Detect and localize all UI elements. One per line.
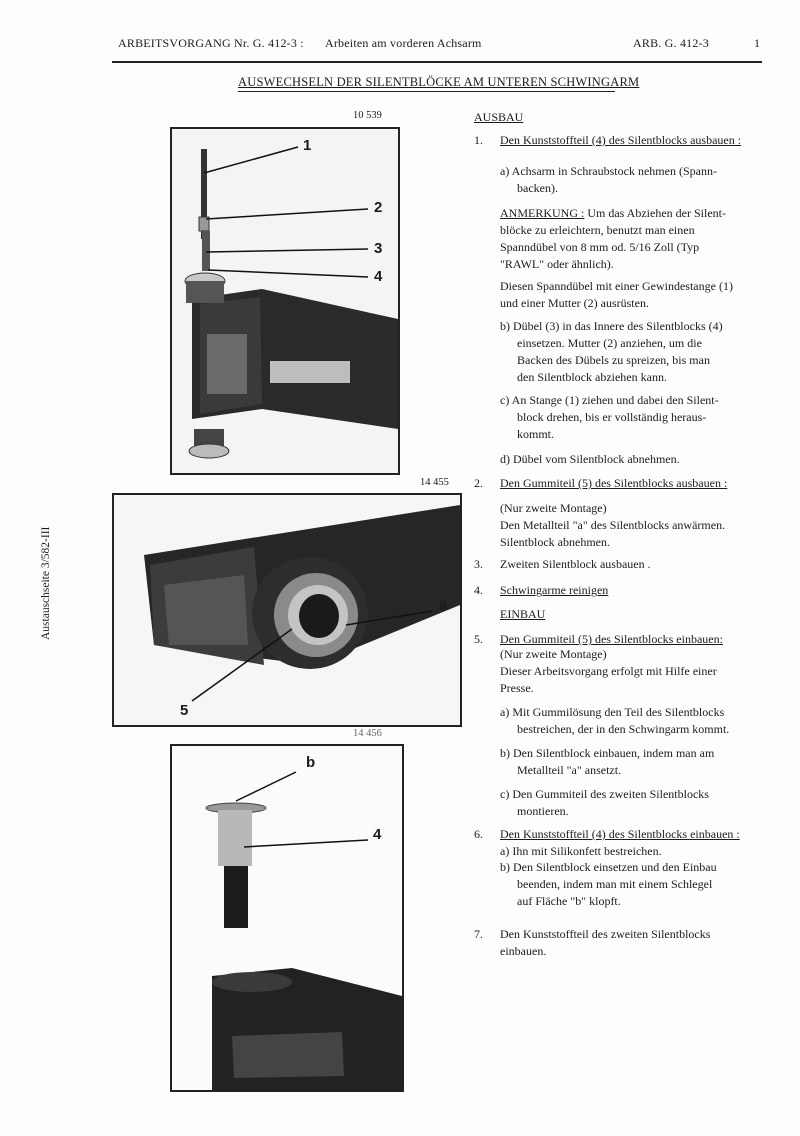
sidebar-note: Austauschseite 3/582-III xyxy=(40,526,52,640)
figure-1-photo xyxy=(170,127,400,475)
text-line: Spanndübel von 8 mm od. 5/16 Zoll (Typ xyxy=(500,240,700,254)
step-number: 7. xyxy=(474,927,483,941)
step-number: 6. xyxy=(474,827,483,841)
step-title: Den Gummiteil (5) des Silentblocks ausba… xyxy=(500,476,728,490)
step-1b: b) Dübel (3) in das Innere des Silentblo… xyxy=(500,318,723,386)
text-line: Metallteil "a" ansetzt. xyxy=(517,763,622,777)
text-line: a) Mit Gummilösung den Teil des Silentbl… xyxy=(500,705,725,719)
header-subject: Arbeiten am vorderen Achsarm xyxy=(325,36,482,50)
text-line: b) Dübel (3) in das Innere des Silentblo… xyxy=(500,319,723,333)
text-line: auf Fläche "b" klopft. xyxy=(517,894,621,908)
callout-a: a xyxy=(439,596,448,613)
step-number: 4. xyxy=(474,583,483,597)
step-1d: d) Dübel vom Silentblock abnehmen. xyxy=(500,452,680,466)
header-operation: ARBEITSVORGANG Nr. G. 412-3 : xyxy=(118,36,304,50)
step-5c: c) Den Gummiteil des zweiten Silentblock… xyxy=(500,786,709,820)
figure-3-photo xyxy=(170,744,404,1092)
callout-5: 5 xyxy=(180,702,189,719)
text-line: b) Den Silentblock einsetzen und den Ein… xyxy=(500,860,717,874)
step-1a: a) Achsarm in Schraubstock nehmen (Spann… xyxy=(500,163,717,197)
text-line: bestreichen, der in den Schwingarm kommt… xyxy=(517,722,730,736)
figure-3-leader-lines xyxy=(235,771,369,848)
text-line: c) An Stange (1) ziehen und dabei den Si… xyxy=(500,393,719,407)
text-line: kommt. xyxy=(517,427,555,441)
figure-3-drawing xyxy=(172,746,402,1090)
text-line: Silentblock abnehmen. xyxy=(500,535,610,549)
text-line: Diesen Spanndübel mit einer Gewindestang… xyxy=(500,279,733,293)
callout-1: 1 xyxy=(303,137,312,154)
text-line: Presse. xyxy=(500,681,534,695)
step-title: Den Gummiteil (5) des Silentblocks einba… xyxy=(500,632,723,646)
step-2-body: (Nur zweite Montage) Den Metallteil "a" … xyxy=(500,500,725,551)
callout-4: 4 xyxy=(374,268,383,285)
step-number: 3. xyxy=(474,557,483,571)
figure-number: 10 539 xyxy=(353,110,382,121)
step-title: Den Kunststoffteil (4) des Silentblocks … xyxy=(500,827,740,841)
callout-3: 3 xyxy=(374,240,383,257)
text-line: beenden, indem man mit einem Schlegel xyxy=(517,877,713,891)
figure-1-drawing xyxy=(172,129,398,473)
paragraph-spanndubel: Diesen Spanndübel mit einer Gewindestang… xyxy=(500,278,733,312)
figure-2-photo xyxy=(112,493,462,727)
step-5-body: (Nur zweite Montage) Dieser Arbeitsvorga… xyxy=(500,646,717,697)
text-line: Den Kunststoffteil des zweiten Silentblo… xyxy=(500,927,711,941)
callout-b: b xyxy=(306,754,316,771)
figure-2-leader-lines xyxy=(191,610,433,702)
note-label: ANMERKUNG : xyxy=(500,206,585,220)
text-line: backen). xyxy=(517,181,558,195)
text-line: blöcke zu erleichtern, benutzt man einen xyxy=(500,223,695,237)
text-line: c) Den Gummiteil des zweiten Silentblock… xyxy=(500,787,709,801)
text-line: einsetzen. Mutter (2) anziehen, um die xyxy=(517,336,702,350)
callout-2: 2 xyxy=(374,199,383,216)
text-line: Um das Abziehen der Silent- xyxy=(584,206,726,220)
page-number: 1 xyxy=(754,36,761,50)
step-7: Den Kunststoffteil des zweiten Silentblo… xyxy=(500,926,710,960)
text-line: Backen des Dübels zu spreizen, bis man xyxy=(517,353,710,367)
header-ref: ARB. G. 412-3 xyxy=(633,36,709,50)
step-5a: a) Mit Gummilösung den Teil des Silentbl… xyxy=(500,704,729,738)
step-number: 1. xyxy=(474,133,483,147)
page-title: AUSWECHSELN DER SILENTBLÖCKE AM UNTEREN … xyxy=(238,75,640,89)
text-line: und einer Mutter (2) ausrüsten. xyxy=(500,296,649,310)
section-heading-einbau: EINBAU xyxy=(500,607,546,621)
step-6a: a) Ihn mit Silikonfett bestreichen. xyxy=(500,844,662,858)
text-line: Den Metallteil "a" des Silentblocks anwä… xyxy=(500,518,726,532)
text-line: den Silentblock abziehen kann. xyxy=(517,370,667,384)
text-line: einbauen. xyxy=(500,944,547,958)
step-number: 5. xyxy=(474,632,483,646)
section-heading-ausbau: AUSBAU xyxy=(474,110,524,124)
note-anmerkung: ANMERKUNG : Um das Abziehen der Silent- … xyxy=(500,205,726,273)
step-number: 2. xyxy=(474,476,483,490)
step-title: Den Kunststoffteil (4) des Silentblocks … xyxy=(500,133,742,147)
text-line: (Nur zweite Montage) xyxy=(500,501,607,515)
callout-4: 4 xyxy=(373,826,382,843)
step-1c: c) An Stange (1) ziehen und dabei den Si… xyxy=(500,392,719,443)
title-underline xyxy=(238,91,615,92)
step-5b: b) Den Silentblock einbauen, indem man a… xyxy=(500,745,714,779)
text-line: b) Den Silentblock einbauen, indem man a… xyxy=(500,746,715,760)
figure-number: 14 455 xyxy=(420,477,449,488)
text-line: Dieser Arbeitsvorgang erfolgt mit Hilfe … xyxy=(500,664,717,678)
figure-number: 14 456 xyxy=(353,728,382,739)
text-line: a) Achsarm in Schraubstock nehmen (Spann… xyxy=(500,164,717,178)
figure-1-leader-lines xyxy=(203,146,369,278)
text-line: montieren. xyxy=(517,804,569,818)
text-line: (Nur zweite Montage) xyxy=(500,647,607,661)
step-title: Schwingarme reinigen xyxy=(500,583,609,597)
step-6b: b) Den Silentblock einsetzen und den Ein… xyxy=(500,859,717,910)
step-3: Zweiten Silentblock ausbauen . xyxy=(500,557,651,571)
text-line: "RAWL" oder ähnlich). xyxy=(500,257,614,271)
header-rule xyxy=(112,61,762,63)
text-line: block drehen, bis er vollständig heraus- xyxy=(517,410,707,424)
figure-2-drawing xyxy=(114,495,460,725)
